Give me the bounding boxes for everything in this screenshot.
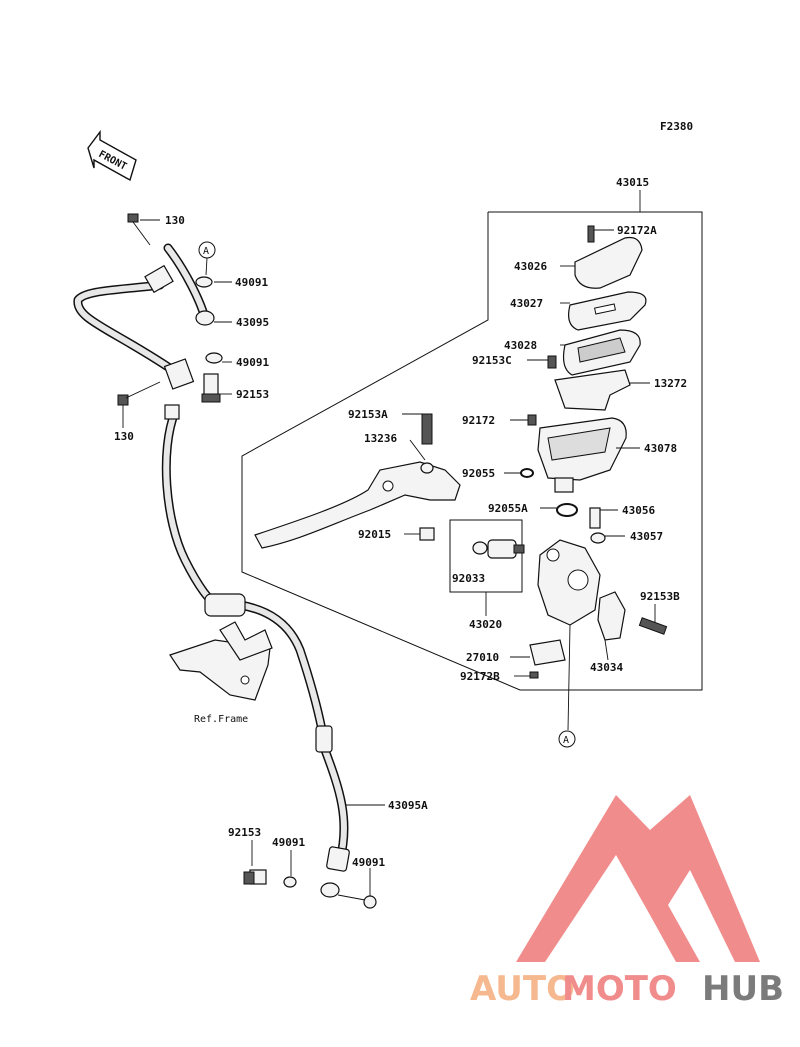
- label-49091-top: 49091: [235, 276, 268, 289]
- diaphragm-43028: [562, 329, 641, 376]
- label-43095a: 43095A: [388, 799, 428, 812]
- ref-frame-label: Ref.Frame: [194, 714, 248, 725]
- watermark-logo: AUTO MOTO HUB: [470, 795, 784, 1009]
- label-43056: 43056: [622, 504, 655, 517]
- figure-code: F2380: [660, 120, 693, 133]
- label-43095: 43095: [236, 316, 269, 329]
- label-43015: 43015: [616, 176, 649, 189]
- bolt-92153b: [638, 617, 668, 635]
- watermark-hub: HUB: [702, 969, 784, 1009]
- plate-43027: [568, 291, 647, 331]
- cap-43057: [590, 532, 606, 544]
- gasket-13272: [554, 369, 631, 411]
- label-92015: 92015: [358, 528, 391, 541]
- reservoir-cap-43026: [574, 225, 643, 289]
- label-92055: 92055: [462, 467, 495, 480]
- label-92055a: 92055A: [488, 502, 528, 515]
- label-92172a: 92172A: [617, 224, 657, 237]
- label-49091-low2: 49091: [352, 856, 385, 869]
- nut-92015: [419, 527, 435, 541]
- frame-bracket: Ref.Frame: [169, 621, 273, 725]
- label-92033: 92033: [452, 572, 485, 585]
- label-92153-low: 92153: [228, 826, 261, 839]
- callout-letter: A: [203, 246, 209, 257]
- lever-13236: [254, 413, 461, 549]
- lower-banjo-parts: [243, 869, 377, 909]
- bleeder-43056: [589, 507, 601, 529]
- assembly-frame: [241, 211, 703, 691]
- watermark-auto: AUTO: [470, 969, 575, 1009]
- callout-a-top: A: [198, 241, 216, 276]
- upper-hose: [73, 243, 350, 872]
- label-92153a: 92153A: [348, 408, 388, 421]
- label-43020: 43020: [469, 618, 502, 631]
- screw-92172b: [529, 671, 539, 679]
- label-49091-mid: 49091: [236, 356, 269, 369]
- watermark-moto: MOTO: [562, 969, 677, 1009]
- label-27010: 27010: [466, 651, 499, 664]
- label-92153: 92153: [236, 388, 269, 401]
- label-130-bottom: 130: [114, 430, 134, 443]
- watermark-triangle-icon: [516, 795, 760, 962]
- label-92153c: 92153C: [472, 354, 512, 367]
- bolt-92153c: [547, 355, 557, 369]
- label-130-top: 130: [165, 214, 185, 227]
- screw-92172: [527, 414, 537, 426]
- label-92172: 92172: [462, 414, 495, 427]
- label-92153b: 92153B: [640, 590, 680, 603]
- leader-lines: [122, 190, 656, 896]
- front-arrow-icon: FRONT: [87, 129, 137, 182]
- label-43027: 43027: [510, 297, 543, 310]
- label-13272: 13272: [654, 377, 687, 390]
- label-92172b: 92172B: [460, 670, 500, 683]
- callout-a-bottom: A: [558, 624, 576, 748]
- label-43034: 43034: [590, 661, 623, 674]
- callout-letter: A: [563, 735, 569, 746]
- banjo-fitting-43095: [195, 276, 223, 403]
- bolt-130-top: [127, 213, 151, 246]
- clamp-43034: [597, 591, 626, 641]
- master-cylinder-body: [537, 539, 601, 626]
- label-43028: 43028: [504, 339, 537, 352]
- bolt-130-bottom: [117, 381, 161, 406]
- switch-27010: [529, 639, 566, 666]
- label-43078: 43078: [644, 442, 677, 455]
- oring-92055a: [556, 503, 578, 517]
- label-13236: 13236: [364, 432, 397, 445]
- label-49091-low1: 49091: [272, 836, 305, 849]
- oring-92055: [520, 468, 534, 478]
- label-43026: 43026: [514, 260, 547, 273]
- label-43057: 43057: [630, 530, 663, 543]
- reservoir-43078: [537, 417, 627, 493]
